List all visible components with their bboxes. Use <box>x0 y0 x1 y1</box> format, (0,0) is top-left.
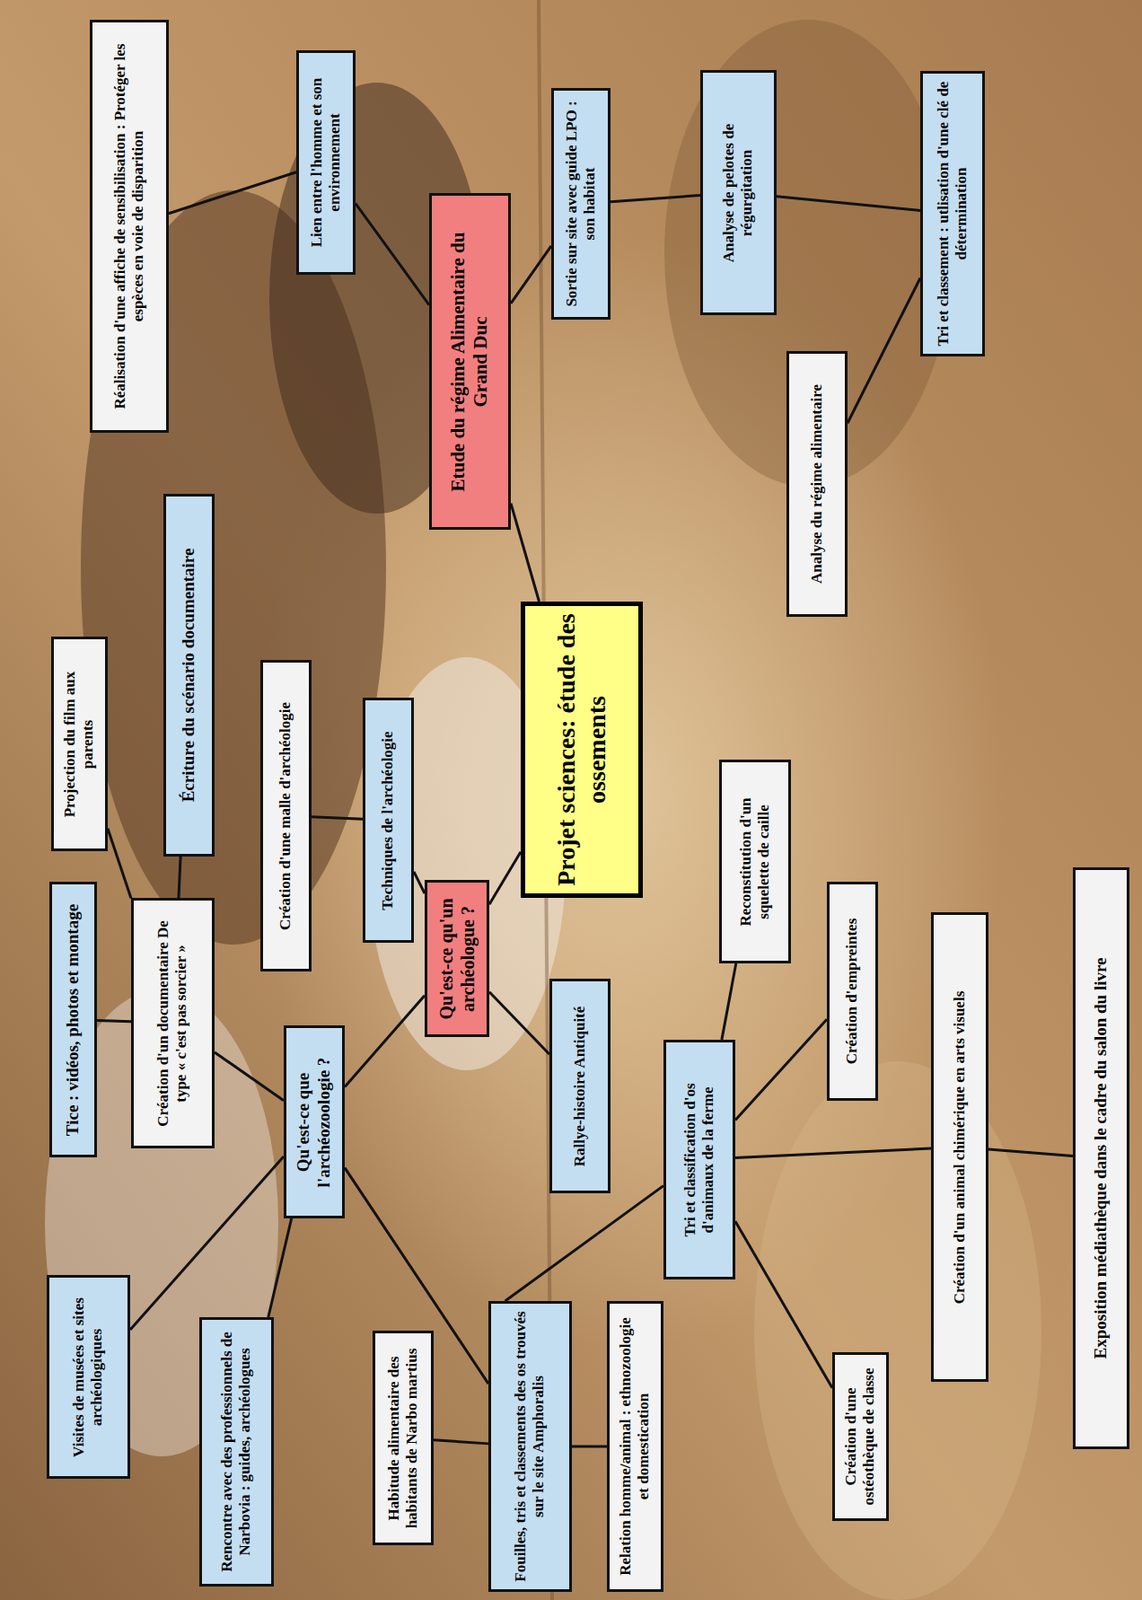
output-box: Création d'empreintes <box>826 881 879 1101</box>
activity-box: Tri et classification d'os d'animaux de … <box>663 1040 736 1281</box>
activity-box: Écriture du scénario documentaire <box>163 493 215 857</box>
connector-line <box>214 1052 284 1101</box>
node-label: Lien entre l'homme et son environnement <box>307 60 345 265</box>
theme-box: Etude du régime Alimentaire du Grand Duc <box>429 193 511 531</box>
connector-line <box>96 1019 132 1021</box>
node-label: Création d'empreintes <box>843 918 861 1065</box>
connector-line <box>988 1149 1073 1156</box>
output-box: Réalisation d'une affiche de sensibilisa… <box>89 19 169 433</box>
activity-box: Tice : vidéos, photos et montage <box>49 882 97 1159</box>
connector-line <box>433 1440 489 1444</box>
central-box: Projet sciences: étude des ossements <box>520 601 643 898</box>
output-box: Relation homme/animal : ethnozoologie et… <box>606 1300 664 1592</box>
sand-highlight <box>754 1061 1042 1600</box>
output-box: Création d'une ostéothèque de classe <box>832 1352 889 1521</box>
activity-box: Analyse de pelotes de régurgitation <box>700 70 777 317</box>
connector-line <box>610 195 701 203</box>
node-label: Techniques de l'archéologie <box>378 730 397 910</box>
connector-line <box>489 852 521 905</box>
connector-line <box>721 963 737 1040</box>
node-label: Qu'est-ce que l'archéozoologie ? <box>293 1036 335 1210</box>
activity-box: Lien entre l'homme et son environnement <box>296 50 356 275</box>
connector-line <box>735 1019 827 1120</box>
node-label: Projet sciences: étude des ossements <box>551 613 612 887</box>
connector-line <box>355 203 430 306</box>
node-label: Rallye-histoire Antiquité <box>571 1006 589 1168</box>
node-label: Écriture du scénario documentaire <box>178 548 200 803</box>
node-label: Analyse du régime alimentaire <box>808 384 826 584</box>
connector-line <box>571 1445 607 1449</box>
theme-box: Qu'est-ce qu'un archéologue ? <box>424 880 490 1038</box>
connector-line <box>178 856 181 898</box>
node-label: Réalisation d'une affiche de sensibilisa… <box>111 29 149 423</box>
output-box: Projection du film aux parents <box>51 637 108 853</box>
output-box: Analyse du régime alimentaire <box>786 351 848 617</box>
activity-box: Techniques de l'archéologie <box>362 698 414 944</box>
output-box: Reconstitution d'un squelette de caille <box>719 760 791 965</box>
connector-line <box>311 816 363 820</box>
node-label: Relation homme/animal : ethnozoologie et… <box>616 1310 654 1582</box>
output-box: Création d'un animal chimérique en arts … <box>931 913 989 1383</box>
activity-box: Qu'est-ce que l'archéozoologie ? <box>283 1026 345 1220</box>
connector-line <box>489 992 550 1055</box>
node-label: Projection du film aux parents <box>61 647 98 843</box>
node-label: Création d'un documentaire De type « c'e… <box>154 908 192 1140</box>
output-box: Habitude alimentaire des habitants de Na… <box>372 1331 434 1547</box>
node-label: Création d'une malle d'archéologie <box>276 702 295 931</box>
node-label: Habitude alimentaire des habitants de Na… <box>385 1341 422 1537</box>
activity-box: Rencontre avec des professionnels de Nar… <box>199 1317 274 1587</box>
connector-line <box>268 1218 292 1318</box>
node-label: Tri et classification d'os d'animaux de … <box>681 1050 719 1271</box>
node-label: Tice : vidéos, photos et montage <box>62 904 84 1136</box>
node-label: Exposition médiathèque dans le cadre du … <box>1090 957 1112 1360</box>
connector-line <box>413 871 425 894</box>
connector-line <box>735 1221 833 1388</box>
connector-line <box>344 995 425 1088</box>
connector-line <box>107 828 132 899</box>
activity-box: Visites de musées et sites archéologique… <box>46 1275 131 1480</box>
output-box: Création d'une malle d'archéologie <box>260 660 312 973</box>
activity-box: Tri et classement : utlisation d'une clé… <box>920 70 985 357</box>
node-label: Fouilles, tris et classements des os tro… <box>511 1310 549 1582</box>
node-label: Etude du régime Alimentaire du Grand Duc <box>447 203 492 521</box>
connector-line <box>168 172 297 214</box>
activity-box: Rallye-histoire Antiquité <box>549 979 611 1195</box>
activity-box: Sortie sur site avec guide LPO : son hab… <box>551 87 611 320</box>
node-label: Reconstitution d'un squelette de caille <box>737 770 774 955</box>
node-label: Création d'une ostéothèque de classe <box>842 1361 879 1511</box>
node-label: Qu'est-ce qu'un archéologue ? <box>435 890 479 1028</box>
node-label: Rencontre avec des professionnels de Nar… <box>218 1326 255 1577</box>
node-label: Analyse de pelotes de régurgitation <box>720 80 757 307</box>
node-label: Création d'un animal chimérique en arts … <box>950 991 969 1305</box>
activity-box: Fouilles, tris et classements des os tro… <box>488 1300 572 1592</box>
node-label: Visites de musées et sites archéologique… <box>70 1285 107 1470</box>
node-label: Sortie sur site avec guide LPO : son hab… <box>562 97 600 310</box>
connector-line <box>510 503 540 602</box>
connector-line <box>130 1156 284 1330</box>
connector-line <box>735 1148 932 1159</box>
node-label: Tri et classement : utlisation d'une clé… <box>934 80 972 347</box>
connector-line <box>505 1185 664 1301</box>
connector-line <box>510 245 552 304</box>
connector-line <box>847 278 921 423</box>
output-box: Exposition médiathèque dans le cadre du … <box>1072 867 1130 1450</box>
connector-line <box>776 196 921 211</box>
output-box: Création d'un documentaire De type « c'e… <box>131 898 215 1150</box>
